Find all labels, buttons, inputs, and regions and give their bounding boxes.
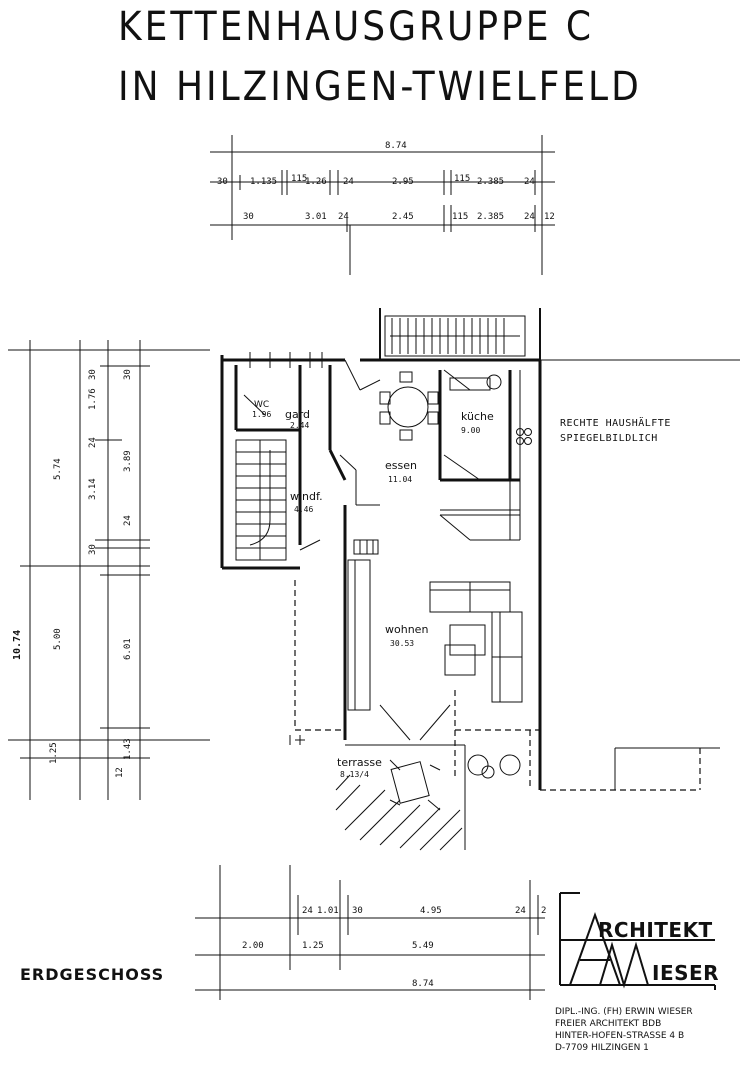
bottom-dim-row1-1: 1.01 xyxy=(317,906,339,916)
living-furniture xyxy=(347,559,523,711)
left-dim-col2-2: 30 xyxy=(88,544,98,555)
top-dim-row1-5: 2.95 xyxy=(392,177,414,187)
room-wohnen-name: wohnen xyxy=(385,623,428,636)
mirror-note-line-2: SPIEGELBILDLICH xyxy=(560,433,658,444)
house-walls xyxy=(220,355,542,790)
top-dim-row2-3: 2.45 xyxy=(392,212,414,222)
title-line-1: KETTENHAUSGRUPPE C xyxy=(118,4,594,50)
address-line-4: D-7709 HILZINGEN 1 xyxy=(555,1043,649,1053)
top-dim-row2-2: 24 xyxy=(338,212,349,222)
interior-stair xyxy=(235,439,287,561)
dashed-boundaries xyxy=(294,359,740,791)
bottom-dim-row2-0: 2.00 xyxy=(242,941,264,951)
bottom-dim-row1-5: 2 xyxy=(541,906,546,916)
bottom-dim-row1-3: 4.95 xyxy=(420,906,442,916)
window-marks xyxy=(243,352,323,416)
kitchen-fittings xyxy=(449,374,532,445)
chimney xyxy=(353,539,379,555)
top-dim-row2-4: 115 xyxy=(452,212,468,222)
top-dim-row1-7: 2.385 xyxy=(477,177,504,187)
room-terrasse-area: 8.13/4 xyxy=(340,770,369,779)
left-dim-overall: 10.74 xyxy=(12,630,23,660)
dining-table xyxy=(379,371,439,441)
top-dim-row1-2: 115 xyxy=(291,174,307,184)
bottom-dim-row1-2: 30 xyxy=(352,906,363,916)
room-essen-area: 11.04 xyxy=(388,475,412,484)
top-dim-row2-1: 3.01 xyxy=(305,212,327,222)
logo-line-2: IESER xyxy=(652,961,719,985)
left-dim-col1-2: 1.25 xyxy=(49,742,59,764)
room-gard-area: 2.44 xyxy=(290,421,309,430)
top-dim-row2-0: 30 xyxy=(243,212,254,222)
outside-stairs xyxy=(379,308,541,360)
left-dim-col2-1: 3.14 xyxy=(88,478,98,500)
top-dim-row1-6: 115 xyxy=(454,174,470,184)
top-dim-row1-3: 1.26 xyxy=(305,177,327,187)
left-dim-col3-5: 1.43 xyxy=(123,738,133,760)
architect-logo: RCHITEKT IESER xyxy=(559,892,719,990)
door-swings xyxy=(289,539,451,745)
top-dim-row1-4: 24 xyxy=(343,177,354,187)
room-windf-name: windf. xyxy=(290,490,323,503)
terrace xyxy=(335,744,521,851)
bottom-dim-overall: 8.74 xyxy=(412,979,434,989)
address-line-1: DIPL.-ING. (FH) ERWIN WIESER xyxy=(555,1007,693,1017)
left-dim-col2-mark-0: 30 xyxy=(88,369,98,380)
left-dim-col3-1: 3.89 xyxy=(123,450,133,472)
room-kueche-area: 9.00 xyxy=(461,426,480,435)
left-dimension-chain: 10.74 5.74 5.00 1.25 1.76 3.14 30 30 24 … xyxy=(8,340,210,800)
room-wohnen-area: 30.53 xyxy=(390,639,414,648)
top-dim-overall: 8.74 xyxy=(385,141,407,151)
left-dim-col3-3: 6.01 xyxy=(123,638,133,660)
top-dim-row2-7: 12 xyxy=(544,212,555,222)
logo-line-1: RCHITEKT xyxy=(598,918,713,942)
bottom-dim-row1-4: 24 xyxy=(515,906,526,916)
top-dimension-chain: 8.74 30 1.135 115 1.26 24 2.95 115 2.385… xyxy=(210,135,555,275)
room-windf-area: 4.46 xyxy=(294,505,313,514)
left-dim-col2-0: 1.76 xyxy=(88,388,98,410)
bottom-dim-row1-0: 24 xyxy=(302,906,313,916)
room-essen-name: essen xyxy=(385,459,417,472)
room-terrasse-name: terrasse xyxy=(337,756,382,769)
left-dim-col3-4: 12 xyxy=(115,767,125,778)
room-wc-name: WC xyxy=(254,400,269,410)
left-dim-col1-1: 5.00 xyxy=(53,628,63,650)
room-wc-area: 1.96 xyxy=(252,410,271,419)
left-dim-col2-mark-1: 24 xyxy=(88,437,98,448)
floor-label: ERDGESCHOSS xyxy=(20,965,164,984)
title-line-2: IN HILZINGEN-TWIELFELD xyxy=(118,64,642,110)
address-line-2: FREIER ARCHITEKT BDB xyxy=(555,1019,661,1029)
bottom-dim-row2-1: 1.25 xyxy=(302,941,324,951)
room-gard-name: gard xyxy=(285,408,310,421)
top-dim-row1-8: 24 xyxy=(524,177,535,187)
top-dim-row1-1: 1.135 xyxy=(250,177,277,187)
room-kueche-name: küche xyxy=(461,410,494,423)
top-dim-row2-5: 2.385 xyxy=(477,212,504,222)
left-dim-col1-0: 5.74 xyxy=(53,458,63,480)
bottom-dim-row2-2: 5.49 xyxy=(412,941,434,951)
top-dim-row2-6: 24 xyxy=(524,212,535,222)
mirror-note-line-1: RECHTE HAUSHÄLFTE xyxy=(560,416,671,429)
left-dim-col3-2: 24 xyxy=(123,515,133,526)
top-dim-row1-0: 30 xyxy=(217,177,228,187)
left-dim-col3-0: 30 xyxy=(123,369,133,380)
address-line-3: HINTER-HOFEN-STRASSE 4 B xyxy=(555,1031,684,1041)
bottom-dimension-chain: 24 1.01 30 4.95 24 2 2.00 1.25 5.49 8.74 xyxy=(195,865,546,1000)
